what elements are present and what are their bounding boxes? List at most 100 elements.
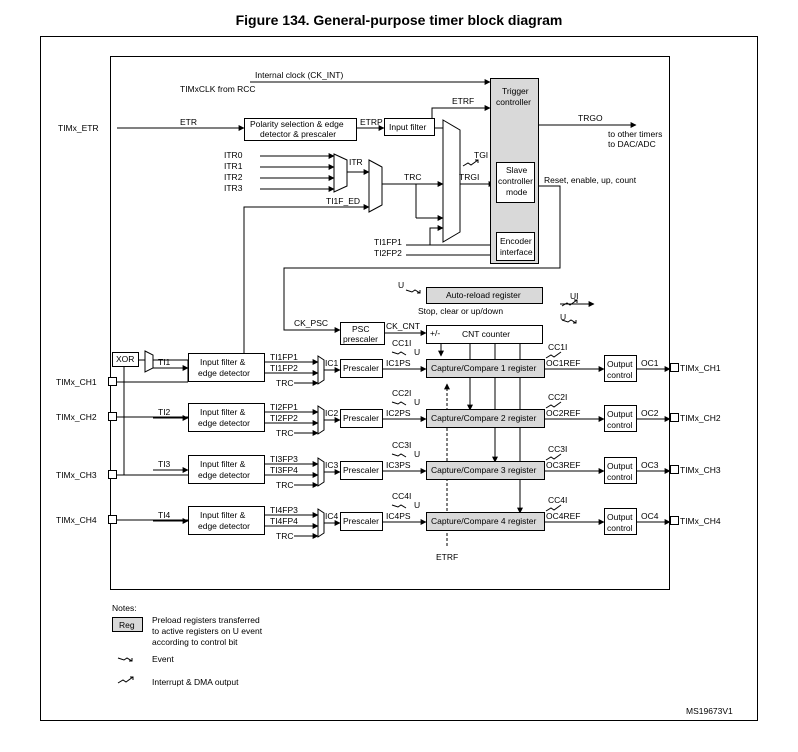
trc-label-ch2: TRC <box>276 428 293 438</box>
pin-out-label-ch3: TIMx_CH3 <box>680 465 721 475</box>
fp-b-label-ch1: TI1FP2 <box>270 363 298 373</box>
notes-event-icon <box>117 657 133 662</box>
icps-label-ch2: IC2PS <box>386 408 411 418</box>
ic-label-ch2: IC2 <box>325 408 339 418</box>
itr-mux <box>333 153 348 193</box>
u-label-mid: U <box>560 312 566 322</box>
output-control-ch2 <box>604 405 637 432</box>
xor-mux <box>144 350 154 373</box>
ti-label-ch2: TI2 <box>158 407 171 417</box>
input-filter-edge-line1-ch1: Input filter & <box>200 357 246 367</box>
pin-out-ch1 <box>670 363 679 372</box>
encoder-line2: interface <box>500 247 533 257</box>
polarity-block <box>244 118 357 141</box>
itr1-label: ITR1 <box>224 161 243 171</box>
etrf-label: ETRF <box>452 96 474 106</box>
notes-interrupt-icon <box>117 676 134 684</box>
internal-clock-label: Internal clock (CK_INT) <box>255 70 343 80</box>
ti1fp1-label: TI1FP1 <box>374 237 402 247</box>
cc-register-text-ch4: Capture/Compare 4 register <box>431 516 537 526</box>
figure-id: MS19673V1 <box>686 706 733 716</box>
ti1f-ed-label: TI1F_ED <box>326 196 360 206</box>
trigger-line1: Trigger <box>502 86 529 96</box>
oc-label-ch1: OC1 <box>641 358 659 368</box>
psc-prescaler-block <box>340 322 385 345</box>
cc-out-label-ch2: CC2I <box>548 392 567 402</box>
pin-in-label-ch4: TIMx_CH4 <box>56 515 97 525</box>
tgi-label: TGI <box>474 150 488 160</box>
event-icon-ch3 <box>391 453 407 458</box>
event-icon-ch1 <box>391 351 407 356</box>
polarity-line2: detector & prescaler <box>260 129 336 139</box>
fp-a-label-ch2: TI2FP1 <box>270 402 298 412</box>
icps-label-ch4: IC4PS <box>386 511 411 521</box>
etrp-label: ETRP <box>360 117 383 127</box>
pin-out-ch2 <box>670 413 679 422</box>
ti-label-ch3: TI3 <box>158 459 171 469</box>
to-other-timers-label: to other timers <box>608 129 662 139</box>
ic-mux-ch3 <box>317 457 325 487</box>
input-filter-edge-line1-ch2: Input filter & <box>200 407 246 417</box>
prescaler-text-ch4: Prescaler <box>343 516 379 526</box>
input-filter-text: Input filter <box>389 122 426 132</box>
etrf-bottom-label: ETRF <box>436 552 458 562</box>
slave-line3: mode <box>506 187 528 197</box>
notes-preload-2: to active registers on U event <box>152 626 263 636</box>
interrupt-icon-ch2 <box>545 401 562 409</box>
ck-psc-label: CK_PSC <box>294 318 328 328</box>
pin-in-ch2 <box>108 412 117 421</box>
trc-mux <box>368 159 383 213</box>
fp-a-label-ch3: TI3FP3 <box>270 454 298 464</box>
u-label-top: U <box>398 280 404 290</box>
pin-out-label-ch2: TIMx_CH2 <box>680 413 721 423</box>
pin-out-label-ch1: TIMx_CH1 <box>680 363 721 373</box>
cc-out-label-ch1: CC1I <box>548 342 567 352</box>
output-control-line2-ch3: control <box>607 472 633 482</box>
trc-label: TRC <box>404 172 421 182</box>
notes-preload-3: according to control bit <box>152 637 238 647</box>
event-icon-ch4 <box>391 504 407 509</box>
oc-label-ch4: OC4 <box>641 511 659 521</box>
fp-a-label-ch1: TI1FP1 <box>270 352 298 362</box>
input-filter-edge-line1-ch3: Input filter & <box>200 459 246 469</box>
itr-label: ITR <box>349 157 363 167</box>
psc-line1: PSC <box>352 324 369 334</box>
notes-preload-1: Preload registers transferred <box>152 615 260 625</box>
ocref-label-ch1: OC1REF <box>546 358 580 368</box>
interrupt-icon-ch4 <box>545 504 562 512</box>
cc-out-label-ch3: CC3I <box>548 444 567 454</box>
input-filter-edge-line2-ch4: edge detector <box>198 521 250 531</box>
itr2-label: ITR2 <box>224 172 243 182</box>
interrupt-icon-ch3 <box>545 453 562 461</box>
fp-b-label-ch4: TI4FP4 <box>270 516 298 526</box>
u-event-icon-2 <box>561 319 577 324</box>
ic-mux-ch4 <box>317 508 325 538</box>
output-control-line1-ch3: Output <box>607 461 633 471</box>
input-filter-edge-ch4 <box>188 506 265 535</box>
reset-enable-label: Reset, enable, up, count <box>544 175 637 185</box>
encoder-line1: Encoder <box>500 236 532 246</box>
input-filter-edge-ch2 <box>188 403 265 432</box>
input-filter-edge-ch3 <box>188 455 265 484</box>
pin-out-ch3 <box>670 465 679 474</box>
ic-mux-ch1 <box>317 355 325 385</box>
input-filter-edge-ch1 <box>188 353 265 382</box>
fp-a-label-ch4: TI4FP3 <box>270 505 298 515</box>
cci-label-ch1: CC1I <box>392 338 411 348</box>
xor-block <box>112 352 139 367</box>
u-label-ch3: U <box>414 449 420 459</box>
ti2fp2-label: TI2FP2 <box>374 248 402 258</box>
ocref-label-ch3: OC3REF <box>546 460 580 470</box>
output-control-line2-ch4: control <box>607 523 633 533</box>
u-label-ch1: U <box>414 347 420 357</box>
prescaler-text-ch3: Prescaler <box>343 465 379 475</box>
input-filter-edge-line1-ch4: Input filter & <box>200 510 246 520</box>
slave-line2: controller <box>498 176 533 186</box>
u-event-icon <box>405 289 421 294</box>
input-filter-edge-line2-ch3: edge detector <box>198 470 250 480</box>
output-control-line2-ch2: control <box>607 420 633 430</box>
oc-label-ch2: OC2 <box>641 408 659 418</box>
trigger-line2: controller <box>496 97 531 107</box>
trc-label-ch4: TRC <box>276 531 293 541</box>
